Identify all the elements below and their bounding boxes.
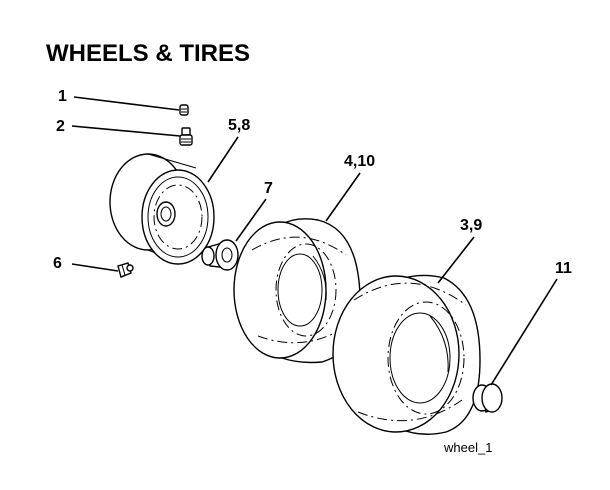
callout-6: 6 [53, 255, 62, 272]
leader-line-11 [490, 278, 558, 386]
part-6-grease-fitting [117, 262, 134, 278]
leader-line-6 [71, 263, 119, 272]
diagram-title: WHEELS & TIRES [46, 40, 250, 67]
callout-3-9: 3,9 [460, 217, 482, 234]
leader-line-1 [73, 96, 180, 111]
callout-11: 11 [555, 260, 572, 277]
callout-1: 1 [58, 88, 67, 105]
part-3-9-tire [332, 274, 481, 435]
callout-4-10: 4,10 [344, 153, 375, 170]
part-5-8-wheel-rim [109, 153, 215, 265]
part-2-valve-stem [179, 127, 193, 146]
callout-5-8: 5,8 [228, 117, 250, 134]
diagram-caption: wheel_1 [443, 440, 492, 455]
leader-line-5-8 [207, 136, 239, 183]
callout-7: 7 [264, 180, 273, 197]
part-11-hub-cap [472, 383, 503, 413]
leader-line-4-10 [325, 172, 361, 222]
callout-2: 2 [56, 118, 65, 135]
leader-line-7 [235, 198, 267, 242]
part-1-valve-cap [179, 104, 189, 116]
part-7-bushing [201, 239, 239, 271]
leader-line-3-9 [437, 236, 475, 284]
leader-line-2 [71, 125, 181, 137]
